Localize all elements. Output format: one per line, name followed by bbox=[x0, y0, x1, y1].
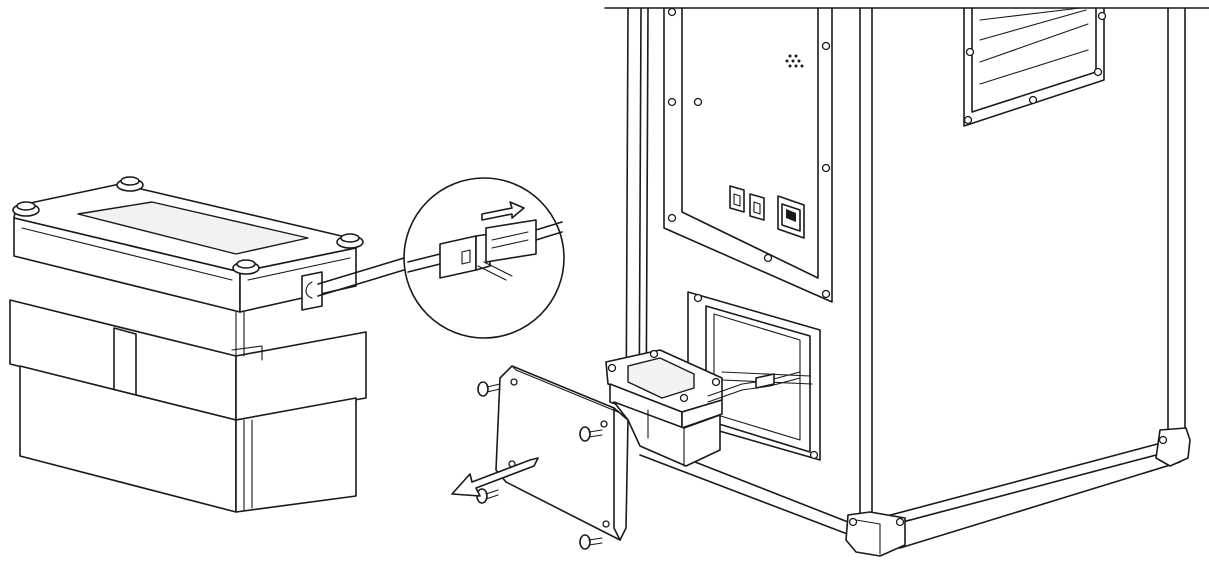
horn-grille-lines bbox=[979, 7, 1089, 85]
battery-lid-ridge bbox=[21, 227, 351, 281]
battery-cable bbox=[305, 257, 405, 299]
thumb-screw-icon bbox=[477, 381, 501, 397]
battery-cable-port bbox=[301, 271, 323, 311]
panel-screw-icon bbox=[1097, 11, 1107, 21]
battery-strap-buckle bbox=[113, 327, 137, 399]
battery-screw-icon bbox=[679, 393, 689, 403]
battery-body-side bbox=[235, 397, 357, 513]
horn-panel-inner bbox=[971, 7, 1097, 113]
thumb-screws bbox=[476, 381, 603, 550]
panel-screw-icon bbox=[693, 97, 703, 107]
connector-female-icon bbox=[439, 235, 477, 279]
battery-screw-icon bbox=[116, 176, 144, 192]
foot-screw-icon bbox=[848, 517, 858, 527]
battery-label-area bbox=[77, 201, 309, 255]
battery-strap-side bbox=[235, 331, 367, 421]
panel-screw-icon bbox=[667, 213, 677, 223]
cover-hole-icon bbox=[510, 378, 518, 386]
connector-latch bbox=[477, 261, 513, 281]
mode-switch-detail bbox=[753, 201, 761, 215]
cover-plate-bevel bbox=[511, 365, 619, 413]
battery-screw-icon bbox=[336, 233, 364, 249]
cabinet-base-right-edge bbox=[899, 461, 1181, 549]
battery-cover-plate bbox=[495, 365, 629, 541]
panel-screw-icon bbox=[821, 163, 831, 173]
panel-screw-icon bbox=[821, 41, 831, 51]
installed-battery-module bbox=[605, 349, 801, 467]
panel-screw-icon bbox=[963, 115, 973, 125]
power-inlet-core bbox=[786, 209, 796, 222]
arrow-down-left-icon bbox=[451, 457, 539, 497]
panel-screw-icon bbox=[667, 7, 677, 17]
cover-hole-icon bbox=[602, 520, 610, 528]
panel-screw-icon bbox=[667, 97, 677, 107]
battery-corner-post bbox=[235, 311, 245, 357]
panel-screw-icon bbox=[965, 47, 975, 57]
arrow-right-icon bbox=[481, 201, 525, 221]
battery-screw-icon bbox=[232, 259, 260, 275]
battery-screw-icon bbox=[607, 363, 617, 373]
cabinet-base-left-edge bbox=[639, 454, 851, 536]
compartment-screw-icon bbox=[809, 450, 819, 460]
detail-cable-right-2 bbox=[535, 231, 563, 241]
battery-lid-side bbox=[239, 247, 357, 313]
power-switch-detail bbox=[733, 193, 741, 207]
installed-battery-edges bbox=[647, 409, 685, 467]
power-switch-icon bbox=[729, 185, 745, 213]
connector-male-pins bbox=[491, 231, 529, 249]
foot-screw-icon bbox=[1158, 435, 1168, 445]
panel-screw-icon bbox=[763, 253, 773, 263]
cabinet-foot-front bbox=[845, 511, 906, 557]
thumb-screw-icon bbox=[579, 426, 603, 442]
foot-screw-icon bbox=[895, 517, 905, 527]
connector-female-slot bbox=[461, 249, 471, 265]
cover-plate-face bbox=[495, 365, 629, 541]
cabinet-foot-front-detail bbox=[855, 519, 881, 555]
cabinet-bottom-right-edge-2 bbox=[879, 453, 1161, 529]
detail-cable-right bbox=[535, 221, 563, 231]
cover-plate-edge bbox=[613, 407, 621, 541]
compartment-screw-icon bbox=[693, 293, 703, 303]
cabinet-foot-right bbox=[1155, 427, 1191, 467]
connector-detail bbox=[403, 177, 565, 339]
installed-battery-body bbox=[613, 401, 721, 467]
battery-screw-icon bbox=[12, 201, 40, 217]
battery-body-corner bbox=[243, 419, 253, 511]
battery-screw-icon bbox=[649, 349, 659, 359]
led-indicator-icon bbox=[785, 54, 804, 68]
panel-screw-icon bbox=[1093, 67, 1103, 77]
thumb-screw-icon bbox=[579, 534, 603, 550]
installed-battery-label bbox=[627, 357, 695, 399]
battery-strap-clip bbox=[231, 345, 263, 361]
mode-switch-icon bbox=[749, 193, 765, 221]
amplifier-panel-outer bbox=[663, 7, 833, 303]
panel-screw-icon bbox=[1028, 95, 1038, 105]
panel-screw-icon bbox=[821, 289, 831, 299]
battery-screw-icon bbox=[711, 377, 721, 387]
battery-module bbox=[9, 176, 367, 513]
cabinet-bottom-right-edge bbox=[871, 441, 1166, 521]
amplifier-panel-inner bbox=[681, 7, 819, 279]
installed-battery-band-side bbox=[681, 399, 723, 429]
connector-male-icon bbox=[485, 219, 537, 263]
speaker-cabinet bbox=[604, 7, 1209, 557]
installed-connector-icon bbox=[755, 373, 775, 389]
cover-hole-icon bbox=[600, 420, 608, 428]
